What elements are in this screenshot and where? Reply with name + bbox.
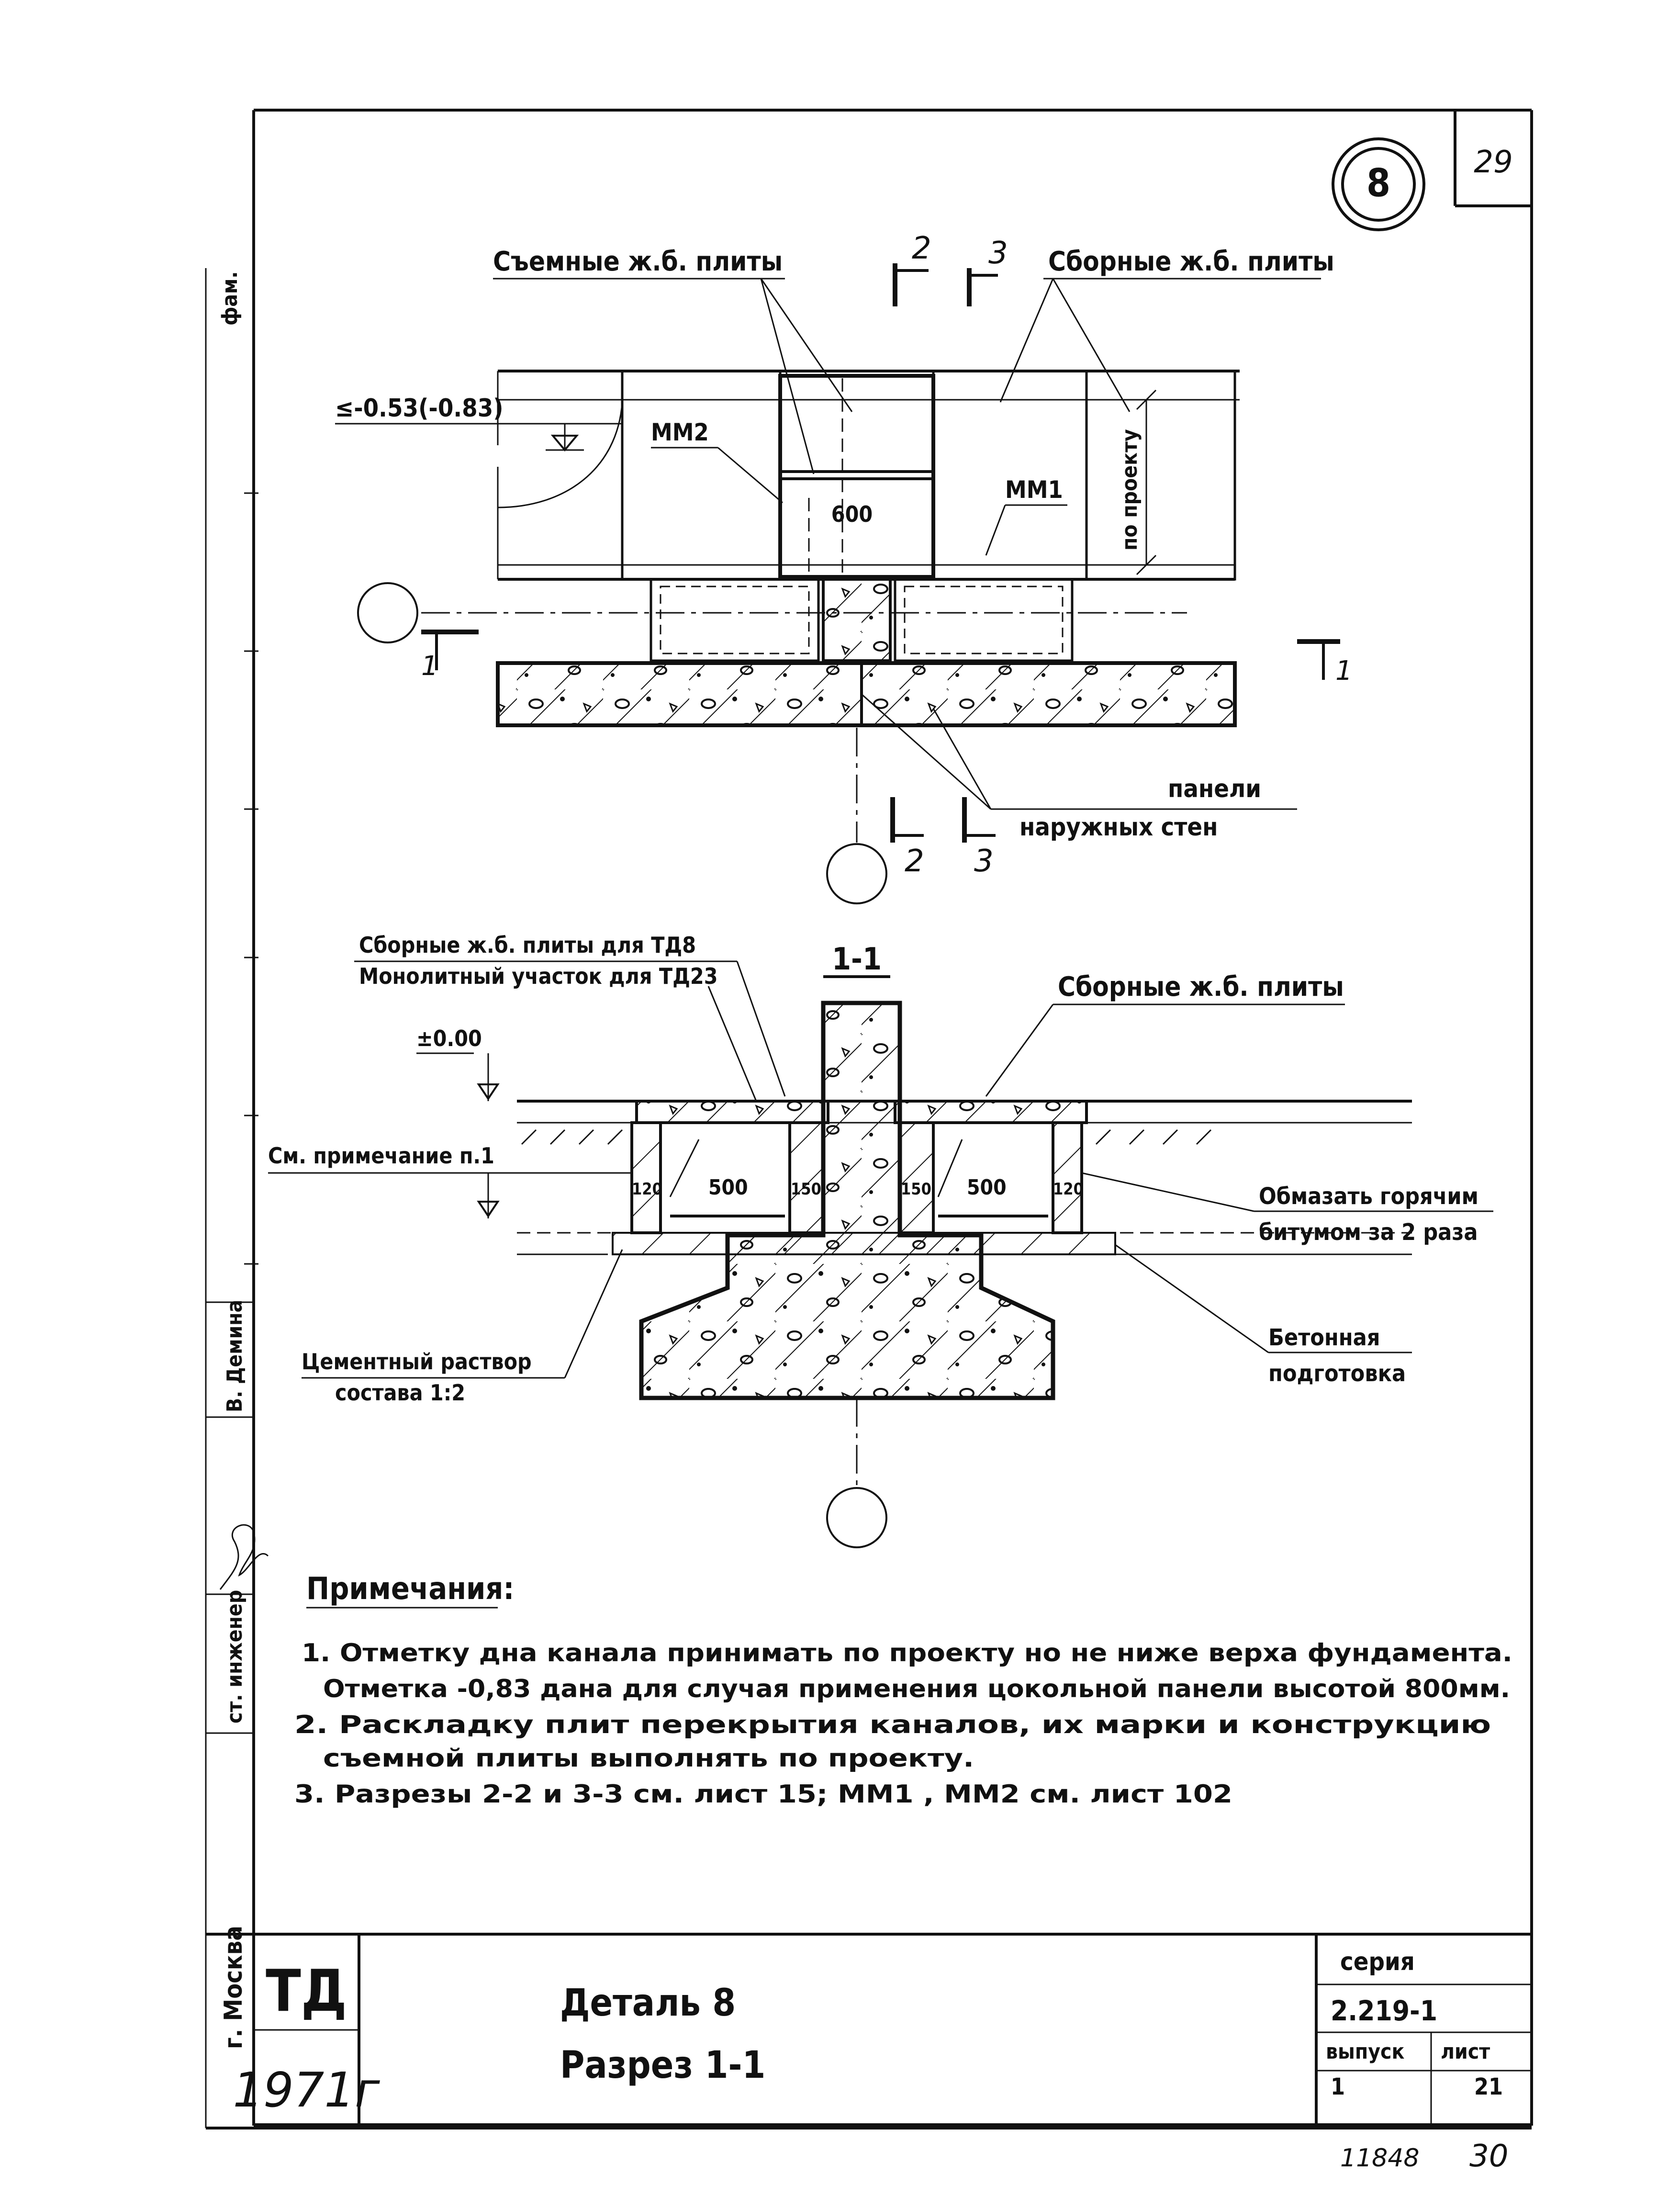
section-mark-2-top: 2 [893, 231, 931, 306]
svg-text:2: 2 [912, 231, 931, 266]
label-mm1: ММ1 [1005, 476, 1063, 504]
bottom-number-left: 11848 [1340, 2144, 1419, 2173]
label-precast-td8: Сборные ж.б. плиты для ТД8 [359, 932, 696, 958]
section-mark-3-bottom: 3 [962, 797, 996, 879]
elevation-zero: ±0.00 [416, 1025, 482, 1051]
earth-hatch-left [521, 1129, 623, 1145]
dim-600: 600 [831, 501, 873, 527]
label-concrete-2: подготовка [1268, 1360, 1406, 1387]
title-year: 1971г [233, 2062, 380, 2118]
note-1-line-1: 1. Отметку дна канала принимать по проек… [302, 1639, 1512, 1667]
title-line-1: Деталь 8 [560, 1982, 736, 2025]
title-block: ТД 1971г Деталь 8 Разрез 1-1 серия 2.219… [206, 1933, 1532, 2126]
label-see-note: См. примечание п.1 [268, 1143, 494, 1169]
label-precast-right: Сборные ж.б. плиты [1058, 971, 1344, 1003]
plan-view: Съемные ж.б. плиты Сборные ж.б. плиты 2 … [335, 231, 1353, 904]
label-precast-slabs: Сборные ж.б. плиты [1048, 246, 1334, 277]
section-mark-2-bottom: 2 [890, 797, 924, 879]
note-3: 3. Разрезы 2-2 и 3-3 см. лист 15; ММ1 , … [294, 1780, 1232, 1809]
plan-elevation-mark: ≤-0.53(-0.83) [335, 394, 504, 423]
dim-150-b: 150 [901, 1180, 931, 1199]
label-mortar-1: Цементный раствор [302, 1349, 532, 1375]
section-cut-1-left: 1 [421, 630, 479, 682]
title-line-2: Разрез 1-1 [560, 2044, 765, 2087]
axis-bubble-plan [826, 843, 887, 904]
dim-120-a: 120 [632, 1180, 662, 1199]
axis-bubble-left [357, 582, 418, 643]
earth-hatch-right [1095, 1129, 1212, 1145]
note-2-line-2: съемной плиты выполнять по проекту. [323, 1744, 974, 1773]
label-mortar-2: состава 1:2 [335, 1380, 465, 1406]
dim-by-project: по проекту [1118, 429, 1142, 551]
side-stamp-engineer-role: ст. инженер [223, 1590, 247, 1724]
dim-120-b: 120 [1053, 1180, 1084, 1199]
label-removable-slabs: Съемные ж.б. плиты [493, 246, 783, 277]
svg-text:1: 1 [1335, 655, 1353, 687]
series-value: 2.219-1 [1331, 1994, 1437, 2027]
label-mm2: ММ2 [651, 418, 709, 446]
dim-500-left: 500 [708, 1175, 748, 1200]
label-monolith-td23: Монолитный участок для ТД23 [359, 963, 718, 989]
signature [219, 1524, 269, 1590]
dim-150-a: 150 [791, 1180, 821, 1199]
detail-marker: 8 [1332, 137, 1425, 231]
note-2-line-1: 2. Раскладку плит перекрытия каналов, их… [294, 1711, 1491, 1739]
section-cut-1-right: 1 [1297, 639, 1353, 687]
svg-text:1: 1 [421, 651, 438, 682]
frame-ticks [244, 492, 258, 1265]
section-title: 1-1 [832, 942, 882, 977]
side-stamp-surname-role: фам. [218, 271, 242, 326]
dim-500-right: 500 [967, 1175, 1007, 1200]
detail-marker-number: 8 [1366, 161, 1390, 205]
foundation [639, 1001, 1055, 1400]
title-org: ТД [266, 1958, 347, 2025]
label-bitumen-2: битумом за 2 раза [1259, 1219, 1478, 1246]
side-stamp-city: г. Москва [219, 1926, 248, 2049]
notes-title: Примечания: [306, 1571, 514, 1607]
label-bitumen-1: Обмазать горячим [1259, 1183, 1478, 1210]
note-1-line-2: Отметка -0,83 дана для случая применения… [323, 1675, 1510, 1703]
side-stamp-engineer-name: В. Демина [223, 1300, 247, 1412]
sheet-label: лист [1441, 2039, 1490, 2064]
sheet-frame [205, 109, 1533, 2129]
issue-value: 1 [1331, 2073, 1345, 2100]
svg-text:2: 2 [905, 844, 924, 879]
svg-text:3: 3 [974, 844, 994, 879]
notes: Примечания: 1. Отметку дна канала приним… [294, 1571, 1512, 1809]
bottom-number-right: 30 [1469, 2139, 1508, 2174]
series-label: серия [1340, 1948, 1415, 1976]
axis-bubble-section [826, 1487, 887, 1548]
page-number-box: 29 [1454, 110, 1532, 207]
svg-text:3: 3 [988, 236, 1008, 271]
page-number-top: 29 [1474, 145, 1512, 180]
section-1-1-view: 1-1 Сборные ж.б. плиты для ТД8 Монолитны… [268, 932, 1493, 1548]
label-outer-walls: наружных стен [1019, 813, 1218, 842]
issue-label: выпуск [1326, 2039, 1404, 2064]
section-mark-3-top: 3 [967, 236, 1008, 306]
label-concrete-1: Бетонная [1268, 1324, 1380, 1351]
sheet-value: 21 [1474, 2073, 1503, 2100]
label-panels: панели [1168, 775, 1261, 803]
